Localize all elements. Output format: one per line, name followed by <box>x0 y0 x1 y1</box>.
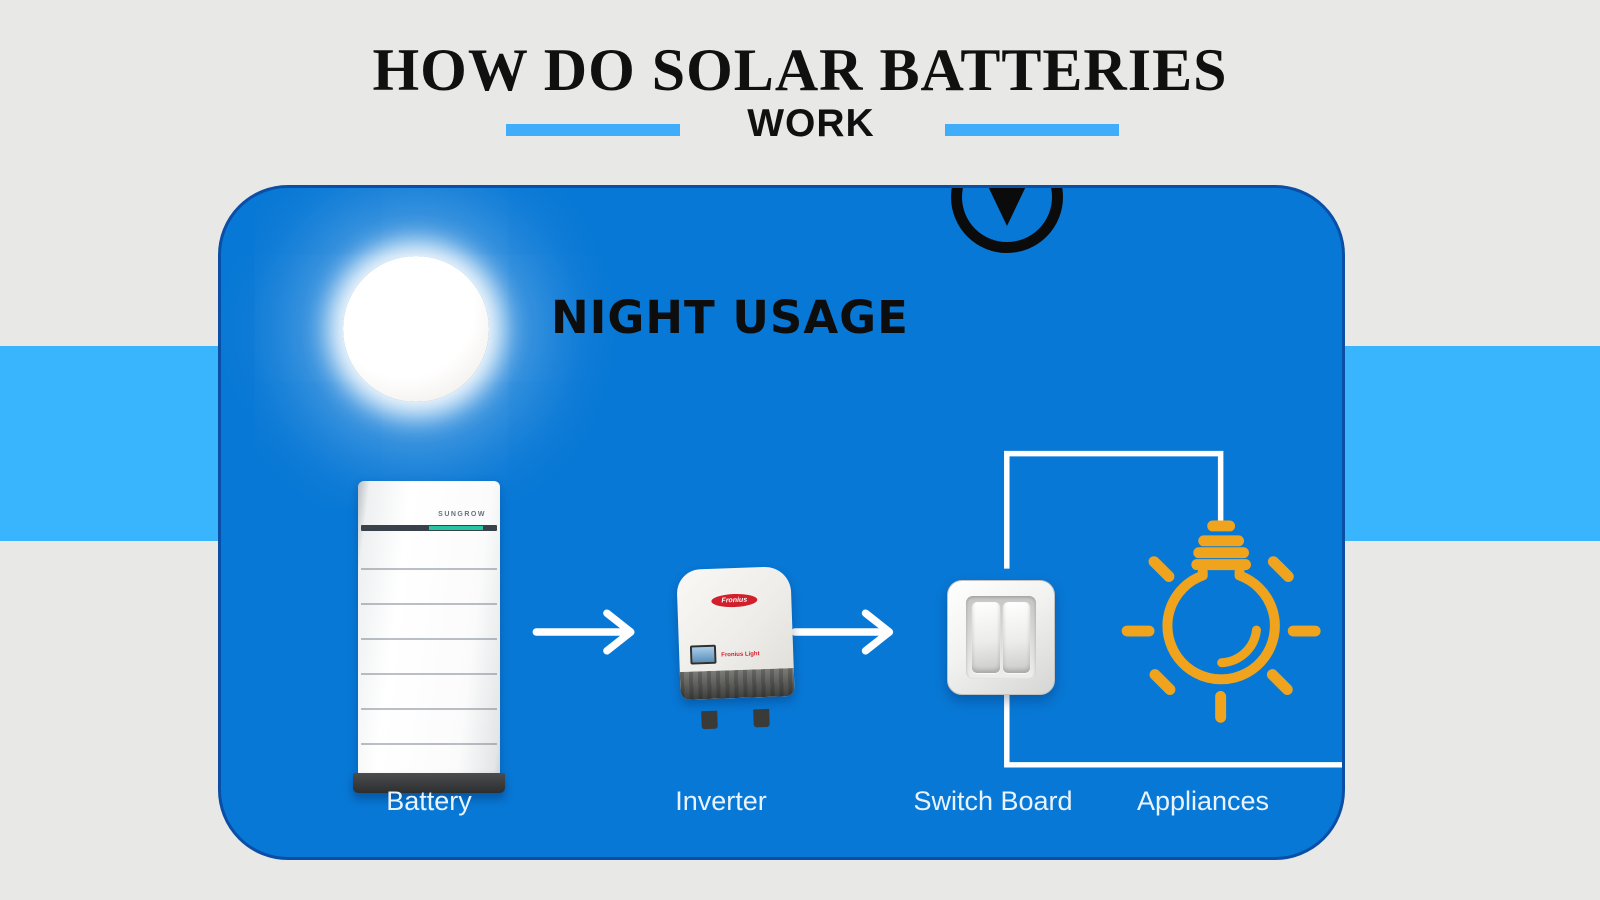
stage-label-inverter: Inverter <box>675 786 767 816</box>
subtitle-underline-right <box>945 124 1119 136</box>
inverter-logo: Fronius <box>711 593 758 608</box>
battery-module-lines <box>361 535 497 755</box>
inverter-foot <box>753 708 770 728</box>
stage-label-appliances: Appliances <box>1136 786 1270 816</box>
flow-overlay <box>532 450 1342 768</box>
subtitle-underline-left <box>506 124 680 136</box>
switch-rocker-left <box>972 602 1000 673</box>
circle-down-arrow-icon <box>951 188 1063 253</box>
wire-lines <box>1004 450 1342 768</box>
inverter-model-label: Fronius Light <box>721 651 760 659</box>
page-title: HOW DO SOLAR BATTERIES <box>372 37 1228 103</box>
battery-stripe-accent <box>429 526 484 530</box>
moon-icon <box>343 256 489 402</box>
stage-label-switch-board: Switch Board <box>913 786 1073 816</box>
down-arrow-triangle <box>985 188 1029 226</box>
switch-board-image <box>947 580 1055 695</box>
inverter-image: Fronius Fronius Light <box>676 566 796 730</box>
page-subtitle: WORK <box>747 102 875 145</box>
stage-label-battery: Battery <box>386 786 472 816</box>
inverter-foot <box>701 710 718 730</box>
inverter-body: Fronius Fronius Light <box>676 566 795 700</box>
battery-base <box>353 773 505 793</box>
inverter-display <box>689 644 717 665</box>
battery-body: SUNGROW <box>358 481 500 779</box>
switch-recess <box>966 596 1036 679</box>
inverter-vent-band <box>679 667 795 700</box>
night-usage-panel: NIGHT USAGE <box>218 185 1345 860</box>
light-bulb-icon <box>1121 520 1321 723</box>
arrow-right-icon <box>532 609 894 655</box>
switch-rocker-right <box>1002 602 1030 673</box>
battery-brand-label: SUNGROW <box>438 511 486 518</box>
panel-heading: NIGHT USAGE <box>551 291 909 344</box>
battery-image: SUNGROW <box>353 481 505 793</box>
battery-stripe <box>361 525 497 531</box>
